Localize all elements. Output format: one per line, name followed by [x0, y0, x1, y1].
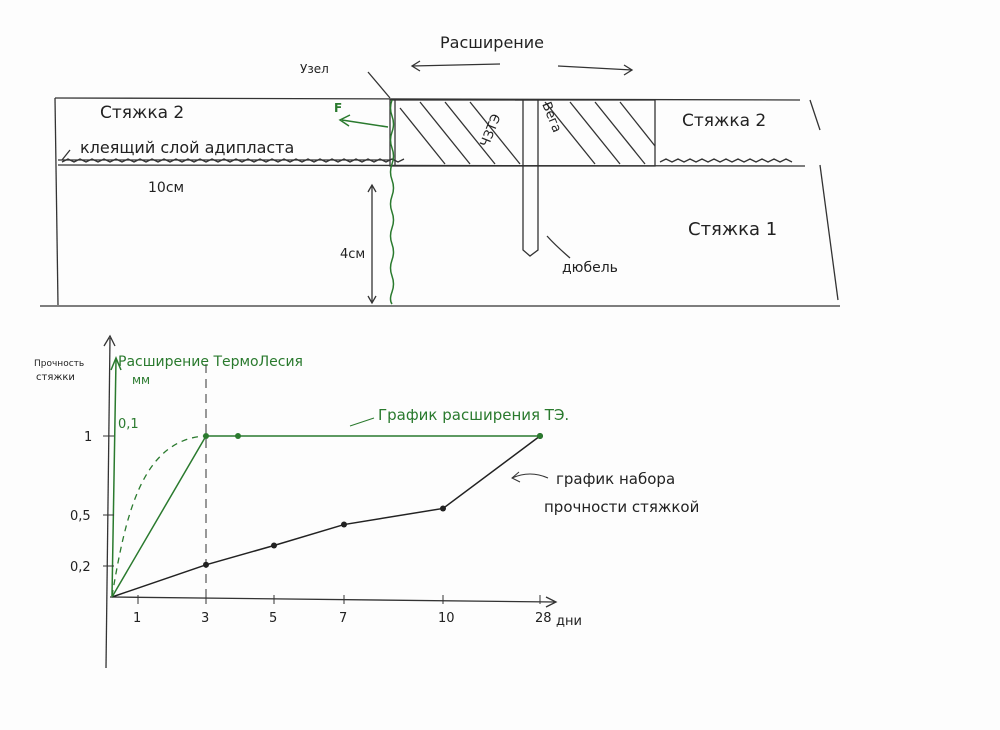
y-tick-label-0-5: 0,5 [70, 509, 91, 524]
series-2-point-3 [537, 433, 543, 439]
x-unit-label: дни [556, 614, 582, 629]
expansion-arrow-left [411, 63, 501, 67]
series-2-point-2 [235, 433, 241, 439]
series-1-point-2 [271, 542, 277, 549]
strength-label-leader [511, 473, 549, 479]
expansion-label: Расширение [440, 33, 544, 52]
x-tick-label-10: 10 [438, 611, 455, 626]
y-tick-label-0-2: 0,2 [70, 560, 91, 575]
green-joint-line [389, 99, 395, 305]
x-axis-arrow [545, 596, 558, 608]
x-tick-label-5: 5 [269, 611, 277, 626]
te-curve-label: График расширения ТЭ. [378, 406, 569, 424]
y2-tick-label: 0,1 [118, 417, 139, 432]
series-line-1 [111, 435, 541, 598]
expansion-arrowhead-left [410, 60, 421, 72]
y-axis-title-line2: стяжки [36, 372, 75, 383]
right-edge-lower [819, 164, 839, 301]
strength-curve-label-line2: прочности стяжкой [544, 498, 699, 516]
y2-axis-title: Расширение ТермоЛесия [118, 354, 303, 370]
dowel-leader [546, 235, 571, 259]
x-tick-label-1: 1 [133, 611, 141, 626]
chart: 1 3 5 7 10 28 0,2 0,5 1 [70, 334, 558, 669]
screed1-label: Стяжка 1 [688, 219, 777, 240]
depth-label: 4см [340, 247, 365, 262]
y2-axis-arrow [110, 356, 122, 371]
node-label: Узел [300, 62, 329, 76]
left-edge-line [54, 97, 59, 306]
x-tick-label-7: 7 [339, 611, 347, 626]
cross-section-diagram [40, 60, 840, 307]
y-tick-label-1: 1 [84, 430, 92, 445]
x-tick-label-28: 28 [535, 611, 552, 626]
dowel-shape [522, 100, 539, 257]
series-layer [111, 433, 543, 598]
te-dashed-curve [111, 435, 206, 597]
y-axis-title-line1: Прочность [34, 359, 84, 369]
adhesive-leader [61, 149, 71, 161]
te-label: ЧЗТЭ [478, 112, 505, 149]
y2-axis [111, 359, 117, 597]
series-1-point-4 [440, 505, 446, 512]
y2-unit: мм [132, 373, 150, 387]
series-2-point-1 [203, 433, 209, 439]
expansion-arrow-right [557, 65, 633, 71]
force-label: F [334, 101, 342, 115]
series-1-point-1 [203, 561, 209, 568]
vedga-label: Вега [538, 100, 564, 135]
te-label-leader [349, 417, 375, 427]
node-leader [367, 71, 391, 99]
dowel-label: дюбель [562, 260, 618, 276]
tick-layer: 1 3 5 7 10 28 0,2 0,5 1 [70, 430, 552, 626]
x-tick-label-3: 3 [201, 611, 209, 626]
adhesive-hatch-left [61, 158, 405, 163]
expansion-arrowhead-right [623, 64, 634, 76]
depth-dimension-arrows [367, 183, 377, 305]
y-axis-arrow [103, 334, 116, 347]
strength-label-arrowhead [511, 471, 521, 483]
force-arrowhead [338, 114, 351, 127]
series-1-point-3 [341, 521, 347, 528]
screed2-right-label: Стяжка 2 [682, 111, 766, 131]
right-edge-upper [809, 99, 821, 131]
width-label: 10см [148, 180, 184, 196]
insert-hatching [399, 101, 656, 165]
strength-curve-label-line1: график набора [556, 470, 675, 488]
joint-and-force [338, 99, 395, 305]
screed2-top-line [54, 97, 801, 101]
force-arrow-line [341, 119, 389, 128]
screed2-left-label: Стяжка 2 [100, 103, 184, 123]
x-axis [109, 596, 556, 603]
series-line-2 [111, 435, 540, 598]
y-axis [105, 337, 111, 669]
adhesive-label: клеящий слой адипласта [80, 138, 294, 157]
adhesive-hatch-right [659, 158, 793, 163]
